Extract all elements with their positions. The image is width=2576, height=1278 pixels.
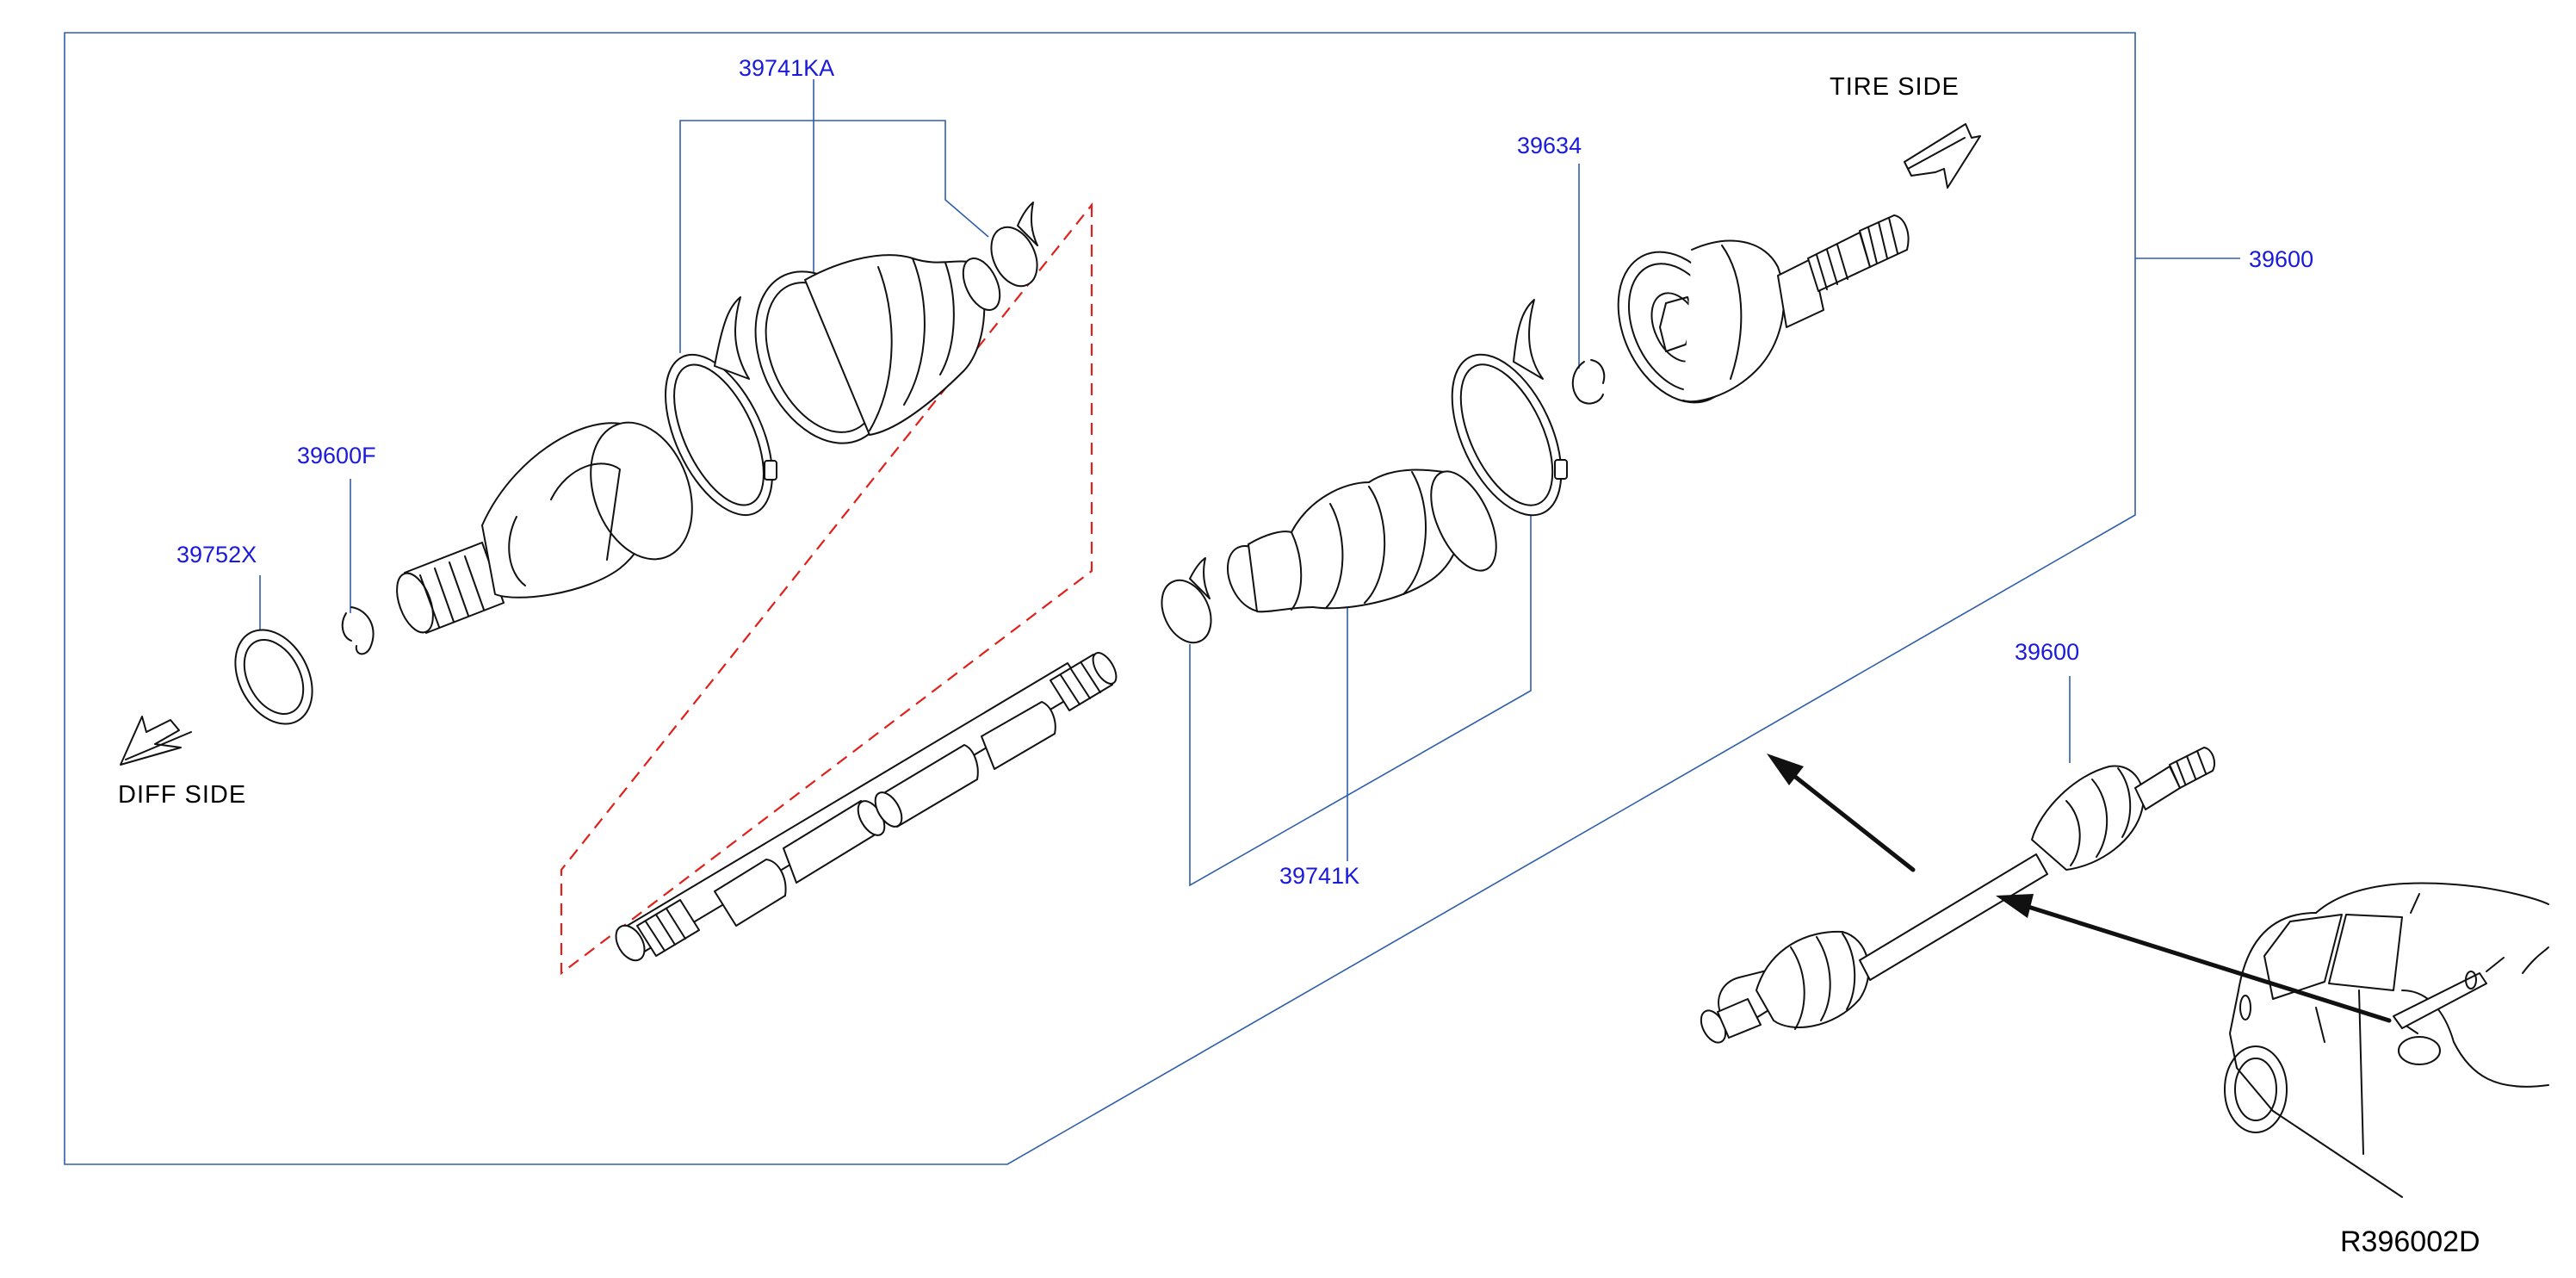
inner-small-band-part — [990, 202, 1038, 288]
callout-labels: 39741KA 39634 39600 39600F 39752X 39741K… — [176, 55, 2313, 889]
label-39634: 39634 — [1517, 133, 1582, 158]
diff-side-label: DIFF SIDE — [118, 781, 246, 809]
outer-small-band-part — [1161, 557, 1212, 644]
vehicle-silhouette — [2224, 882, 2549, 1198]
tire-side-label: TIRE SIDE — [1830, 73, 1960, 101]
inner-boot-part — [754, 254, 1001, 444]
outer-cv-joint-part — [1617, 214, 1910, 404]
label-39600: 39600 — [2249, 246, 2313, 272]
diff-side-arrow-icon — [120, 716, 192, 766]
outer-circlip-part — [1571, 359, 1606, 405]
label-39600-inset: 39600 — [2015, 639, 2079, 665]
diagram-reference-code: R396002D — [2340, 1225, 2480, 1258]
dust-seal-part — [234, 629, 313, 725]
label-39741k: 39741K — [1279, 863, 1359, 889]
inner-circlip-part — [341, 606, 375, 655]
drive-shaft-part — [615, 652, 1118, 962]
inner-joint-housing-part — [396, 421, 693, 634]
inner-boot-band-part — [665, 296, 777, 517]
tire-side-arrow-icon — [1904, 123, 1981, 189]
outer-boot-band-part — [1451, 299, 1568, 517]
label-39752x: 39752X — [176, 542, 257, 568]
leader-lines — [259, 79, 2240, 887]
kit-dashed-outline — [560, 202, 1093, 976]
label-39741ka: 39741KA — [739, 55, 834, 81]
label-39600f: 39600F — [297, 443, 376, 468]
assembly-frame-outline — [64, 32, 2136, 1165]
location-arrows — [1767, 754, 2392, 1023]
outer-boot-part — [1226, 468, 1497, 613]
inset-shaft-assembly — [1700, 747, 2215, 1044]
